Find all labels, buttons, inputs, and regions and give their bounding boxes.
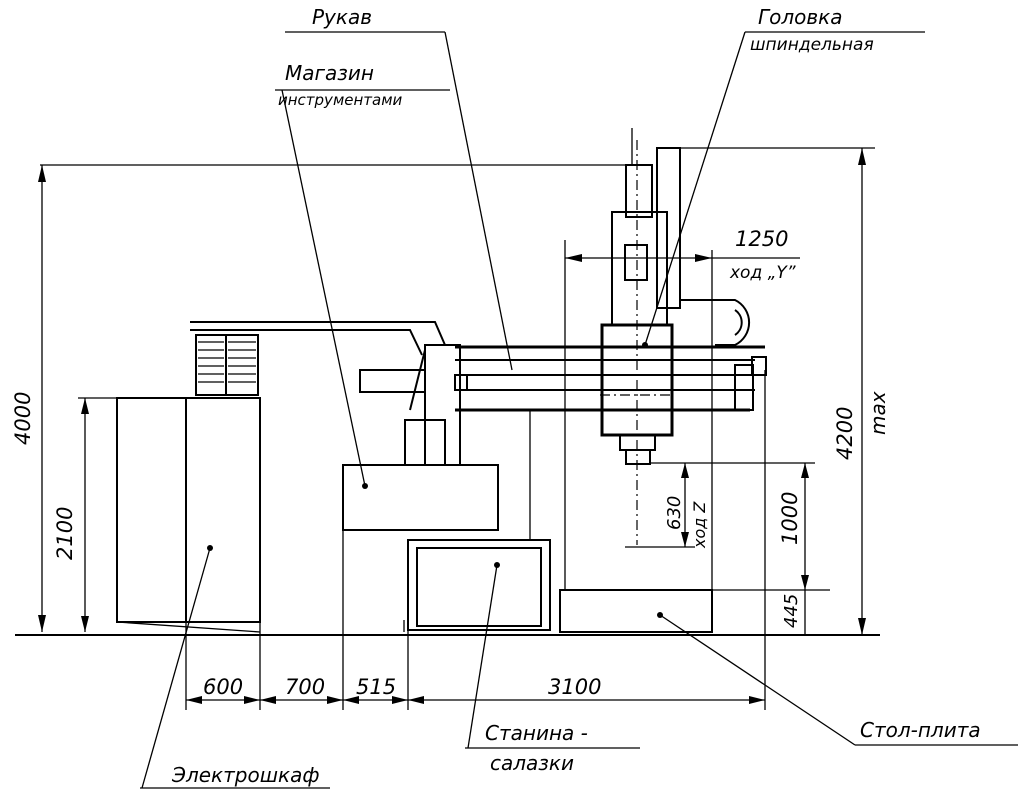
dimension-630-label: 630: [664, 496, 685, 530]
bottom-dimensions: 600 700 515 3100: [186, 675, 765, 704]
tool-magazine-label: Магазин: [285, 61, 374, 85]
dimension-4000-label: 4000: [11, 392, 35, 445]
max-label: max: [866, 391, 890, 435]
bed-label: Станина -: [485, 721, 588, 745]
dimension-3100-label: 3100: [548, 675, 601, 699]
dimension-1000: 1000 445: [778, 463, 809, 635]
spindle-head-label: Головка: [758, 5, 843, 29]
spindle-head-label-2: шпиндельная: [750, 35, 874, 55]
dimension-2100-label: 2100: [53, 507, 77, 560]
dimension-y-travel: 1250 ход „Y”: [565, 227, 800, 283]
dimension-4200-label: 4200: [833, 407, 857, 460]
tool-magazine: [342, 419, 499, 531]
tool-magazine-label-2: инструментами: [278, 91, 403, 109]
dimension-1000-label: 1000: [778, 492, 802, 545]
callout-spindle-head: Головка шпиндельная: [644, 5, 925, 346]
callout-tool-magazine: Магазин инструментами: [275, 61, 450, 487]
extension-lines: [185, 147, 875, 710]
callout-cabinet: Электрошкаф: [140, 547, 330, 789]
cabinet-label: Электрошкаф: [171, 763, 319, 787]
cooling-unit: [190, 321, 446, 396]
dimension-600-label: 600: [203, 675, 243, 699]
dimension-4000: 4000: [11, 165, 46, 632]
callout-table: Стол-плита: [659, 614, 1018, 746]
arm: [359, 344, 767, 540]
table-plate: [559, 589, 713, 633]
dimension-445-label: 445: [781, 594, 802, 628]
bed-label-2: салазки: [490, 751, 574, 775]
dimension-4200: 4200 max: [833, 148, 890, 635]
callout-bed: Станина - салазки: [465, 564, 640, 775]
spindle-head: [600, 128, 751, 545]
dimension-2100: 2100: [53, 397, 117, 632]
dimension-z-travel: 630 ход Z: [664, 463, 709, 549]
electrical-cabinet: [116, 397, 261, 633]
y-travel-label: ход „Y”: [729, 263, 796, 283]
dimension-515-label: 515: [356, 675, 396, 699]
arm-label: Рукав: [312, 5, 372, 29]
callout-arm: Рукав: [285, 5, 513, 371]
bed-slide: [403, 539, 551, 632]
dimension-1250-label: 1250: [735, 227, 788, 251]
table-label: Стол-плита: [860, 718, 981, 742]
z-travel-label: ход Z: [690, 501, 709, 549]
dimension-700-label: 700: [285, 675, 325, 699]
